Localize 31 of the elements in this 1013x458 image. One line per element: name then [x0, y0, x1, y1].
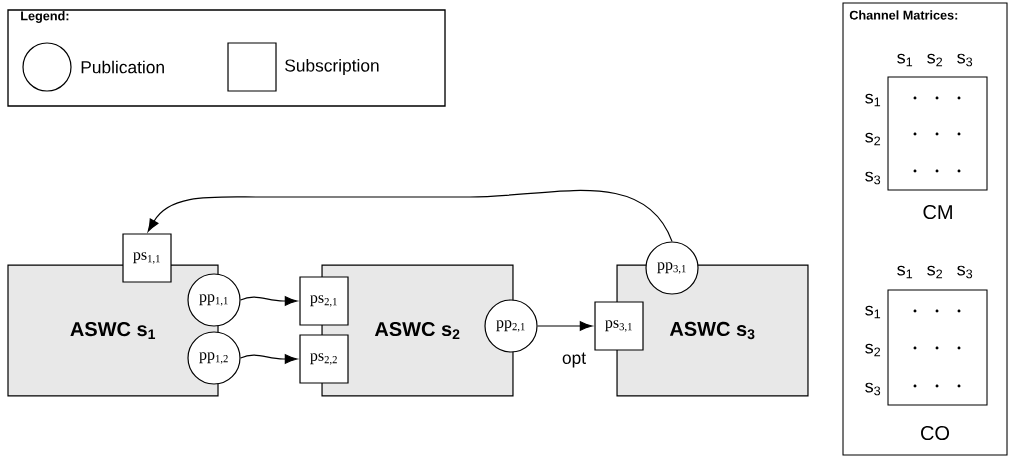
publication-port: pp$_{1,1}$: [187, 273, 241, 327]
matrix-index: s$_{2}$: [865, 343, 881, 357]
port-note: opt: [562, 352, 586, 368]
arrow: [240, 354, 298, 364]
arrow: [537, 321, 593, 331]
legend-label: Publication: [81, 60, 164, 74]
matrix-index: s$_{1}$: [865, 305, 881, 319]
matrix-index: s$_{1}$: [897, 265, 913, 279]
matrix-index: s$_{3}$: [865, 382, 881, 396]
publication-port: pp$_{1,2}$: [187, 331, 241, 385]
matrix-index: s$_{2}$: [927, 53, 943, 67]
matrix-index: s$_{2}$: [927, 265, 943, 279]
matrix-name: CO: [921, 425, 950, 441]
arrow: [147, 190, 673, 242]
matrix-index: s$_{2}$: [865, 132, 881, 146]
matrix-name: CM: [923, 204, 952, 220]
subscription-port: ps$_{3,1}$: [594, 301, 644, 351]
matrix-index: s$_{1}$: [897, 53, 913, 67]
arrow: [240, 296, 298, 306]
matrix-index: s$_{3}$: [957, 265, 973, 279]
panel-heading: Channel Matrices:: [849, 10, 958, 20]
subscription-port: ps$_{2,1}$: [299, 276, 349, 326]
matrix-index: s$_{3}$: [865, 171, 881, 185]
publication-port: pp$_{3,1}$: [645, 241, 699, 295]
matrix-index: s$_{3}$: [957, 53, 973, 67]
legend-label: Subscription: [285, 58, 379, 76]
matrix-index: s$_{1}$: [865, 93, 881, 107]
subscription-port: ps$_{1,1}$: [122, 233, 172, 283]
publication-port: pp$_{2,1}$: [484, 299, 538, 353]
panel-heading: Legend:: [21, 11, 69, 23]
subscription-port: ps$_{2,2}$: [299, 334, 349, 384]
